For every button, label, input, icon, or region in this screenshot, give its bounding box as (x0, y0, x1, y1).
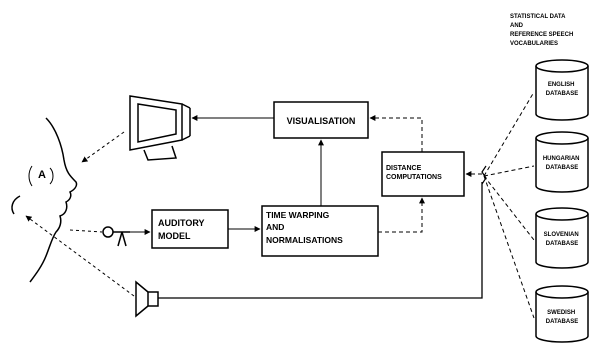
database-cylinder-icon (535, 292, 589, 343)
auditory-label: AUDITORY (158, 218, 205, 228)
database-label: DATABASE (546, 241, 578, 247)
database-slovenian: SLOVENIAN DATABASE (535, 207, 589, 269)
time-warping-box: TIME WARPING AND NORMALISATIONS (261, 205, 379, 257)
database-label: ENGLISH (548, 82, 575, 88)
legend-line: VOCABULARIES (510, 41, 558, 47)
svg-text:ENGLISH DATABASE: ENGLISH DATABASE (546, 82, 578, 97)
distance-label: DISTANCE (386, 165, 422, 172)
svg-text:VISUALISATION: VISUALISATION (287, 116, 356, 126)
database-label: DATABASE (546, 91, 578, 97)
svg-text:TIME WARPING AND N: TIME WARPING AND NORMALISATIONS (266, 210, 343, 245)
svg-text:DISTANCE COMPUTATIONS: DISTANCE COMPUTATIONS (386, 165, 442, 181)
mouth-to-microphone-link (69, 229, 103, 233)
time-warping-label: NORMALISATIONS (266, 235, 343, 245)
database-hungarian: HUNGARIAN DATABASE (535, 131, 589, 193)
svg-text:SLOVENIAN DATABASE: SLOVENIAN DATABASE (544, 232, 581, 247)
database-cylinder-icon (535, 66, 589, 121)
microphone-icon (102, 226, 130, 247)
database-label: DATABASE (546, 165, 578, 171)
visualisation-box: VISUALISATION (273, 101, 369, 139)
database-label: SWEDISH (547, 310, 575, 316)
loudspeaker-to-ear-arrow (25, 215, 135, 297)
monitor-icon (129, 95, 191, 161)
svg-text:AUDITORY MODEL: AUDITORY MODEL (158, 218, 207, 241)
svg-text:SWEDISH DATABASE: SWEDISH DATABASE (546, 310, 578, 325)
fan-junction (481, 165, 487, 185)
distance-computations-box: DISTANCE COMPUTATIONS (381, 151, 465, 197)
face-profile-icon: A (11, 117, 78, 283)
speech-bubble-letter: A (38, 169, 46, 181)
auditory-model-box: AUDITORY MODEL (151, 209, 229, 249)
database-cylinder-icon (535, 214, 589, 269)
database-swedish: SWEDISH DATABASE (535, 285, 589, 343)
distance-to-loudspeaker-line (158, 182, 483, 299)
legend-text: STATISTICAL DATA AND REFERENCE SPEECH VO… (510, 14, 575, 47)
loudspeaker-icon (135, 280, 159, 318)
svg-text:HUNGARIAN DATABASE: HUNGARIAN DATABASE (543, 156, 581, 171)
database-label: HUNGARIAN (543, 156, 580, 162)
legend-line: STATISTICAL DATA (510, 14, 566, 20)
time-warping-label: TIME WARPING (266, 210, 330, 220)
timewarp-to-distance-link (378, 197, 425, 233)
database-cylinder-icon (535, 138, 589, 193)
auditory-label: MODEL (158, 231, 191, 241)
database-fan-connector (483, 91, 535, 319)
visualisation-label: VISUALISATION (287, 116, 356, 126)
legend-line: AND (510, 23, 524, 29)
time-warping-label: AND (266, 222, 284, 232)
database-label: SLOVENIAN (544, 232, 579, 238)
legend-line: REFERENCE SPEECH (510, 32, 573, 38)
monitor-to-eye-arrow (81, 131, 125, 163)
distance-label: COMPUTATIONS (386, 174, 442, 181)
database-english: ENGLISH DATABASE (535, 59, 589, 121)
distance-to-visualisation-link (369, 115, 423, 152)
database-label: DATABASE (546, 319, 578, 325)
